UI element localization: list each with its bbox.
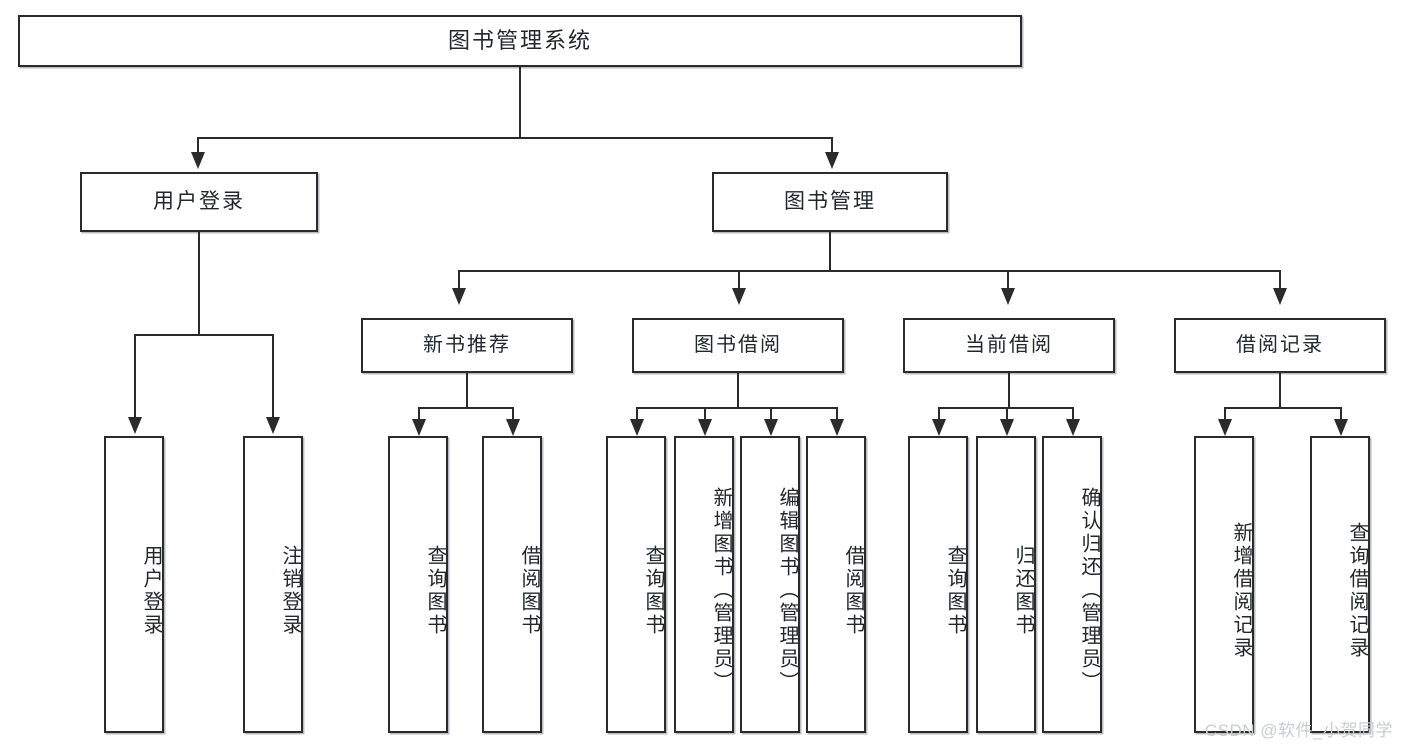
connector-book-borrow-leaf2	[704, 407, 706, 421]
node-leaf-edit-book-label: 编辑图书（管理员）	[776, 487, 798, 694]
connector-level3-bus	[458, 270, 1280, 272]
connector-current-borrow-leaf2	[1006, 407, 1008, 421]
connector-level2-bus	[197, 137, 833, 139]
arrowhead-query-book-2-icon	[630, 419, 644, 436]
node-leaf-return-book-label: 归还图书	[1012, 544, 1034, 637]
connector-to-book-manage	[831, 137, 833, 154]
arrowhead-borrow-book-2-icon	[830, 419, 844, 436]
connector-book-borrow-stem	[737, 373, 739, 408]
arrowhead-add-book-icon	[698, 419, 712, 436]
arrowhead-borrow-book-1-icon	[506, 419, 520, 436]
node-leaf-add-book-label: 新增图书（管理员）	[710, 487, 732, 694]
node-leaf-query-book-1[interactable]: 查询图书	[388, 436, 448, 733]
node-book-borrow-label: 图书借阅	[694, 333, 782, 356]
connector-to-current-borrow	[1007, 270, 1009, 290]
connector-root-stem	[519, 67, 521, 138]
node-leaf-borrow-book-2[interactable]: 借阅图书	[806, 436, 866, 733]
connector-to-borrow-record	[1279, 270, 1281, 290]
arrowhead-query-book-1-icon	[412, 419, 426, 436]
node-leaf-return-book[interactable]: 归还图书	[976, 436, 1036, 733]
arrowhead-return-book-icon	[1000, 419, 1014, 436]
arrowhead-book-borrow-icon	[732, 288, 746, 305]
connector-to-book-borrow	[738, 270, 740, 290]
node-leaf-borrow-book-2-label: 借阅图书	[842, 544, 864, 637]
arrowhead-book-manage-icon	[825, 152, 839, 169]
node-leaf-user-login-label: 用户登录	[140, 544, 162, 637]
arrowhead-edit-book-icon	[764, 419, 778, 436]
node-book-manage[interactable]: 图书管理	[712, 172, 948, 232]
node-new-book-recommend[interactable]: 新书推荐	[361, 318, 573, 373]
node-leaf-borrow-book-1-label: 借阅图书	[518, 544, 540, 637]
node-leaf-query-record-label: 查询借阅记录	[1346, 521, 1368, 660]
connector-user-login-stem	[198, 232, 200, 335]
arrowhead-leaf-user-login-icon	[128, 417, 142, 434]
connector-new-book-leaf1	[418, 407, 420, 421]
connector-to-user-login	[197, 137, 199, 154]
node-leaf-query-book-3[interactable]: 查询图书	[908, 436, 968, 733]
connector-user-login-leaf1	[134, 334, 136, 419]
node-leaf-query-book-3-label: 查询图书	[944, 544, 966, 637]
node-borrow-record-label: 借阅记录	[1236, 333, 1324, 356]
node-leaf-add-book[interactable]: 新增图书（管理员）	[674, 436, 734, 733]
connector-current-borrow-leaf3	[1072, 407, 1074, 421]
node-leaf-logout-login[interactable]: 注销登录	[243, 436, 303, 733]
arrowhead-borrow-record-icon	[1273, 288, 1287, 305]
connector-user-login-leaf2	[272, 334, 274, 419]
connector-new-book-bus	[418, 407, 514, 409]
arrowhead-user-login-icon	[191, 152, 205, 169]
node-user-login-label: 用户登录	[153, 189, 245, 213]
node-leaf-confirm-return[interactable]: 确认归还（管理员）	[1042, 436, 1102, 733]
node-current-borrow-label: 当前借阅	[965, 333, 1053, 356]
node-root-system[interactable]: 图书管理系统	[18, 15, 1022, 67]
node-user-login[interactable]: 用户登录	[80, 172, 318, 232]
node-book-borrow[interactable]: 图书借阅	[632, 318, 844, 373]
connector-borrow-record-bus	[1224, 407, 1342, 409]
node-root-label: 图书管理系统	[447, 27, 592, 53]
connector-borrow-record-leaf2	[1340, 407, 1342, 421]
connector-book-borrow-bus	[636, 407, 836, 409]
arrowhead-query-book-3-icon	[932, 419, 946, 436]
csdn-watermark: CSDN @软件_小贺同学	[1204, 721, 1393, 740]
connector-book-borrow-leaf3	[770, 407, 772, 421]
node-leaf-query-book-1-label: 查询图书	[424, 544, 446, 637]
connector-current-borrow-stem	[1008, 373, 1010, 408]
connector-book-borrow-leaf4	[836, 407, 838, 421]
node-borrow-record[interactable]: 借阅记录	[1174, 318, 1386, 373]
connector-book-borrow-leaf1	[636, 407, 638, 421]
connector-borrow-record-stem	[1279, 373, 1281, 408]
arrowhead-query-record-icon	[1334, 419, 1348, 436]
node-leaf-user-login[interactable]: 用户登录	[104, 436, 164, 733]
arrowhead-add-record-icon	[1218, 419, 1232, 436]
node-new-book-recommend-label: 新书推荐	[423, 333, 511, 356]
node-book-manage-label: 图书管理	[784, 189, 876, 213]
arrowhead-current-borrow-icon	[1001, 288, 1015, 305]
connector-book-manage-stem	[829, 232, 831, 272]
node-leaf-query-book-2-label: 查询图书	[642, 544, 664, 637]
node-leaf-add-record-label: 新增借阅记录	[1230, 521, 1252, 660]
node-leaf-query-record[interactable]: 查询借阅记录	[1310, 436, 1370, 733]
arrowhead-new-book-recommend-icon	[452, 288, 466, 305]
connector-new-book-leaf2	[512, 407, 514, 421]
connector-current-borrow-bus	[938, 407, 1072, 409]
node-leaf-logout-login-label: 注销登录	[279, 544, 301, 637]
connector-new-book-stem	[466, 373, 468, 408]
connector-user-login-bus	[134, 334, 274, 336]
node-leaf-borrow-book-1[interactable]: 借阅图书	[482, 436, 542, 733]
node-leaf-edit-book[interactable]: 编辑图书（管理员）	[740, 436, 800, 733]
arrowhead-leaf-logout-login-icon	[266, 417, 280, 434]
node-current-borrow[interactable]: 当前借阅	[903, 318, 1115, 373]
connector-current-borrow-leaf1	[938, 407, 940, 421]
arrowhead-confirm-return-icon	[1066, 419, 1080, 436]
node-leaf-add-record[interactable]: 新增借阅记录	[1194, 436, 1254, 733]
node-leaf-confirm-return-label: 确认归还（管理员）	[1078, 487, 1100, 694]
node-leaf-query-book-2[interactable]: 查询图书	[606, 436, 666, 733]
connector-to-new-book-recommend	[458, 270, 460, 290]
connector-borrow-record-leaf1	[1224, 407, 1226, 421]
